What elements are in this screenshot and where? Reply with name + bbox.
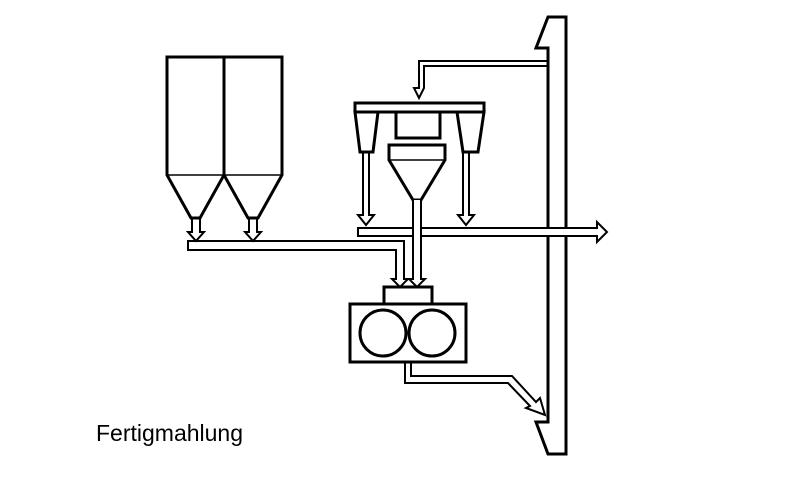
- silo-pair: [165, 55, 284, 220]
- left-cyclone-drop-arrow: [355, 152, 377, 227]
- silo-right: [222, 55, 284, 220]
- ball-mill: [348, 285, 468, 364]
- separator: [353, 101, 486, 202]
- right-cyclone-drop-arrow: [455, 152, 477, 227]
- separator-center-body: [394, 110, 442, 140]
- mill-roller-right: [407, 308, 457, 358]
- silo-right-discharge-arrow: [242, 218, 264, 243]
- mill-roller-left: [358, 308, 408, 358]
- separator-left-cyclone: [353, 110, 380, 154]
- diagram-caption: Fertigmahlung: [96, 420, 244, 446]
- separator-right-cyclone: [455, 110, 486, 154]
- mill-discharge-line: [404, 362, 547, 417]
- bucket-elevator: [533, 15, 568, 456]
- silo-left-discharge-arrow: [185, 218, 207, 243]
- elevator-to-separator-line: [412, 60, 548, 101]
- product-conveyor-arrow: [357, 219, 609, 245]
- separator-coarse-return: [406, 200, 428, 289]
- silo-left: [165, 55, 226, 220]
- separator-center-cone: [387, 143, 447, 202]
- feed-conveyor: [187, 240, 411, 289]
